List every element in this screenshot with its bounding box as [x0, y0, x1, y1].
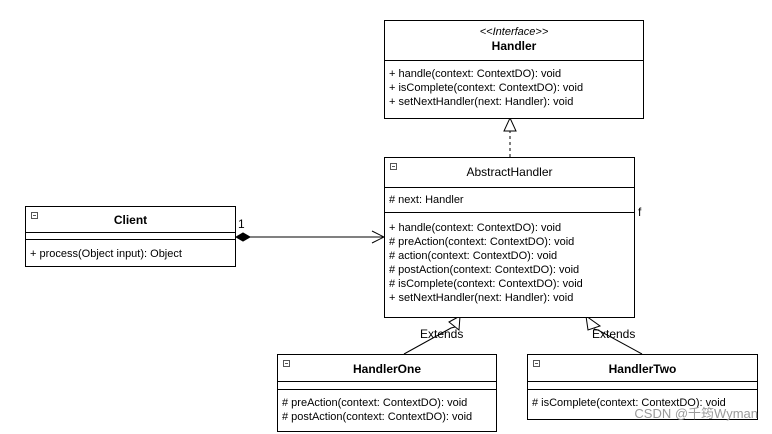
operations-section: # preAction(context: ContextDO): void # …: [278, 390, 496, 424]
operation: + setNextHandler(next: Handler): void: [389, 292, 574, 304]
operation: + process(Object input): Object: [30, 248, 182, 260]
operation: + handle(context: ContextDO): void: [389, 222, 562, 234]
class-name: Handler: [491, 39, 537, 53]
class-handler[interactable]: <<Interface>> Handler + handle(context: …: [384, 20, 644, 119]
operation: + setNextHandler(next: Handler): void: [389, 96, 574, 108]
class-header: HandlerOne: [278, 355, 496, 382]
composition-diamond: [234, 232, 252, 242]
attributes-section: [26, 233, 235, 240]
role-label: f: [638, 205, 642, 219]
collapse-icon[interactable]: [31, 212, 38, 219]
operations-section: + handle(context: ContextDO): void + isC…: [385, 61, 643, 109]
attributes-section: [528, 382, 757, 390]
operation: # isComplete(context: ContextDO): void: [532, 397, 726, 409]
class-handler-two[interactable]: HandlerTwo # isComplete(context: Context…: [527, 354, 758, 420]
operations-section: # isComplete(context: ContextDO): void: [528, 390, 757, 410]
class-name: AbstractHandler: [466, 165, 553, 179]
class-header: HandlerTwo: [528, 355, 757, 382]
attributes-section: # next: Handler: [385, 188, 634, 213]
extends-one-arrowhead: [448, 315, 461, 331]
attribute: # next: Handler: [389, 194, 464, 206]
operation: # postAction(context: ContextDO): void: [282, 411, 473, 423]
multiplicity-label: 1: [238, 217, 245, 231]
extends-two-line: [593, 328, 643, 355]
operations-section: + handle(context: ContextDO): void # pre…: [385, 213, 634, 305]
class-handler-one[interactable]: HandlerOne # preAction(context: ContextD…: [277, 354, 497, 432]
operation: # preAction(context: ContextDO): void: [282, 397, 468, 409]
operation: + isComplete(context: ContextDO): void: [389, 82, 584, 94]
realization-arrowhead: [503, 116, 517, 132]
operations-section: + process(Object input): Object: [26, 240, 235, 261]
class-header: <<Interface>> Handler: [385, 21, 643, 61]
collapse-icon[interactable]: [283, 360, 290, 367]
extends-label: Extends: [420, 327, 464, 341]
operation: # action(context: ContextDO): void: [389, 250, 558, 262]
operation: # postAction(context: ContextDO): void: [389, 264, 580, 276]
collapse-icon[interactable]: [390, 163, 397, 170]
class-name: HandlerTwo: [608, 362, 677, 376]
class-name: Client: [113, 213, 148, 227]
class-client[interactable]: Client + process(Object input): Object: [25, 206, 236, 267]
collapse-icon[interactable]: [533, 360, 540, 367]
attributes-section: [278, 382, 496, 390]
class-header: AbstractHandler: [385, 158, 634, 188]
class-abstract-handler[interactable]: AbstractHandler # next: Handler + handle…: [384, 157, 635, 318]
stereotype-label: <<Interface>>: [479, 26, 549, 38]
operation: # isComplete(context: ContextDO): void: [389, 278, 583, 290]
extends-two-arrowhead: [585, 314, 602, 331]
extends-one-line: [403, 326, 456, 355]
class-name: HandlerOne: [352, 362, 421, 376]
operation: # preAction(context: ContextDO): void: [389, 236, 575, 248]
extends-label: Extends: [592, 327, 636, 341]
operation: + handle(context: ContextDO): void: [389, 68, 562, 80]
class-header: Client: [26, 207, 235, 233]
watermark: CSDN @千筠Wyman: [634, 406, 758, 421]
